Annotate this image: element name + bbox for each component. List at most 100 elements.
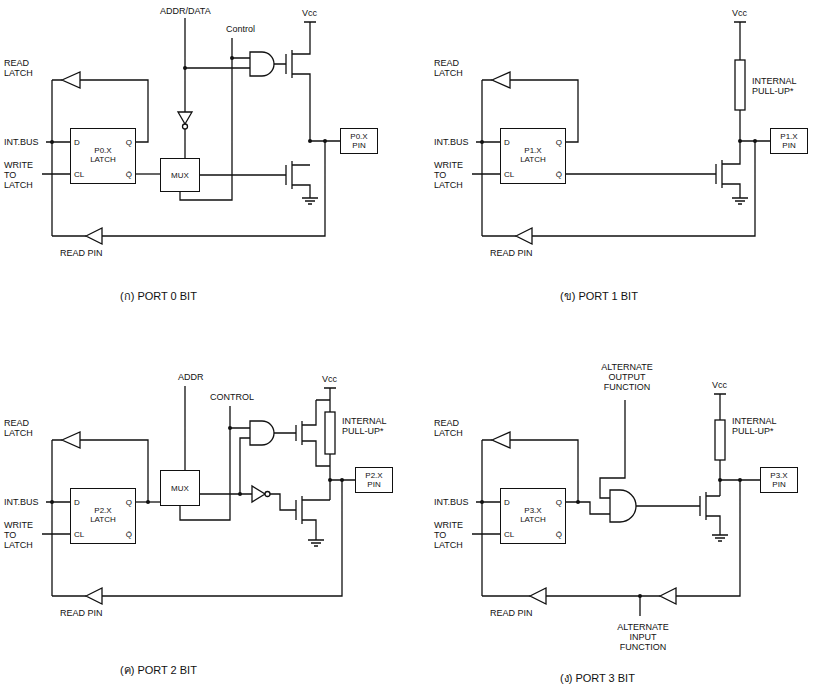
pin-letter: Q̄ <box>126 170 132 179</box>
signal-label: INT.BUS <box>4 137 39 147</box>
pin-letter: Q <box>126 138 132 147</box>
junction-dot <box>308 139 312 143</box>
signal-label: INT.BUS <box>434 137 469 147</box>
logic-gate <box>86 588 102 604</box>
signal-label: ADDR <box>178 372 204 382</box>
mux-box: MUX <box>160 470 200 506</box>
box-label: MUX <box>171 171 189 180</box>
box-label: P1.X LATCH <box>514 146 552 164</box>
ground-symbol <box>308 540 324 546</box>
logic-gate <box>250 52 274 76</box>
junction-dot <box>480 140 484 144</box>
junction-dot <box>323 139 327 143</box>
signal-label: READ PIN <box>490 248 533 258</box>
signal-label: ADDR/DATA <box>160 6 211 16</box>
logic-gate <box>492 72 510 88</box>
logic-gate <box>516 228 532 244</box>
junction-dot <box>576 500 580 504</box>
box-label: P3.X PIN <box>763 471 795 489</box>
logic-gate <box>325 412 335 454</box>
latch-box: P1.X LATCHDQCLQ̄ <box>500 128 566 184</box>
signal-label: READ PIN <box>60 248 103 258</box>
pin-letter: D <box>504 138 510 147</box>
junction-dot <box>738 478 742 482</box>
latch-box: P0.X LATCH D Q CL Q̄ <box>70 128 136 184</box>
pin-letter: Q <box>556 138 562 147</box>
signal-label: ALTERNATE OUTPUT FUNCTION <box>592 362 662 392</box>
logic-gate <box>610 490 636 522</box>
signal-label: READ LATCH <box>434 418 468 438</box>
mux-box: MUX <box>160 158 200 192</box>
fet-transistor <box>716 160 722 188</box>
latch-box: P3.X LATCH D Q CL Q̄ <box>500 488 566 544</box>
pin-letter: Q̄ <box>126 530 132 539</box>
pin-letter: Q <box>556 498 562 507</box>
junction-dot <box>638 594 642 598</box>
signal-wire <box>136 173 160 174</box>
pin-letter: CL <box>504 530 514 539</box>
signal-label: INT.BUS <box>434 497 469 507</box>
junction-dot <box>50 56 757 598</box>
junction-dot <box>340 478 344 482</box>
pin-letter: D <box>504 498 510 507</box>
logic-gate <box>250 421 274 445</box>
supply-label: Vcc <box>322 374 337 384</box>
signal-label: READ LATCH <box>434 58 468 78</box>
pin-letter: D <box>74 138 80 147</box>
junction-dot <box>228 426 232 430</box>
junction-dot <box>480 500 484 504</box>
logic-gate <box>265 492 270 497</box>
logic-gate <box>660 588 676 604</box>
component-label: INTERNAL PULL-UP* <box>732 416 792 436</box>
junction-dot <box>50 500 54 504</box>
junction-dot <box>183 66 187 70</box>
signal-wire <box>42 18 770 616</box>
signal-label: Control <box>226 24 255 34</box>
box-label: P0.X LATCH <box>84 146 122 164</box>
signal-wire <box>472 22 770 236</box>
box-label: P0.X PIN <box>343 132 375 150</box>
signal-label: READ PIN <box>60 608 103 618</box>
signal-label: READ LATCH <box>4 58 38 78</box>
pin-letter: CL <box>74 170 84 179</box>
ground-symbol <box>732 198 748 204</box>
signal-wire <box>136 501 160 502</box>
signal-label: INT.BUS <box>4 497 39 507</box>
junction-dot <box>50 140 54 144</box>
supply-label: Vcc <box>712 380 727 390</box>
port-pin: P1.X PIN <box>770 128 808 154</box>
junction-dot <box>738 139 742 143</box>
port-pin: P3.X PIN <box>760 467 798 493</box>
pin-letter: Q̄ <box>556 530 562 539</box>
signal-label: WRITE TO LATCH <box>4 520 40 550</box>
box-label: P1.X PIN <box>773 132 805 150</box>
fet-transistor <box>286 50 722 524</box>
figure-caption: (ก) PORT 0 BIT <box>120 290 197 302</box>
signal-label: WRITE TO LATCH <box>4 160 40 190</box>
box-label: P2.X PIN <box>358 471 390 489</box>
port-pin: P2.X PIN <box>355 467 393 493</box>
signal-label: READ PIN <box>490 608 533 618</box>
component-label: INTERNAL PULL-UP* <box>342 416 402 436</box>
logic-gate <box>735 60 745 110</box>
logic-gate <box>183 124 188 129</box>
logic-gate <box>178 112 192 124</box>
logic-gate <box>492 432 510 448</box>
figure-caption: (ง) PORT 3 BIT <box>560 672 635 684</box>
figure-caption: (ข) PORT 1 BIT <box>560 290 638 302</box>
logic-gate <box>62 52 745 604</box>
latch-box: P2.X LATCHDQCLQ̄ <box>70 488 136 544</box>
box-label: P3.X LATCH <box>514 506 552 524</box>
pin-letter: CL <box>504 170 514 179</box>
junction-dot <box>230 56 234 60</box>
ground-symbol <box>302 198 318 204</box>
signal-wire <box>472 394 760 616</box>
signal-label: WRITE TO LATCH <box>434 520 470 550</box>
figure-caption: (ค) PORT 2 BIT <box>120 664 197 676</box>
box-label: MUX <box>171 484 189 493</box>
junction-dot <box>328 478 332 482</box>
box-label: P2.X LATCH <box>84 506 122 524</box>
signal-label: CONTROL <box>210 392 254 402</box>
